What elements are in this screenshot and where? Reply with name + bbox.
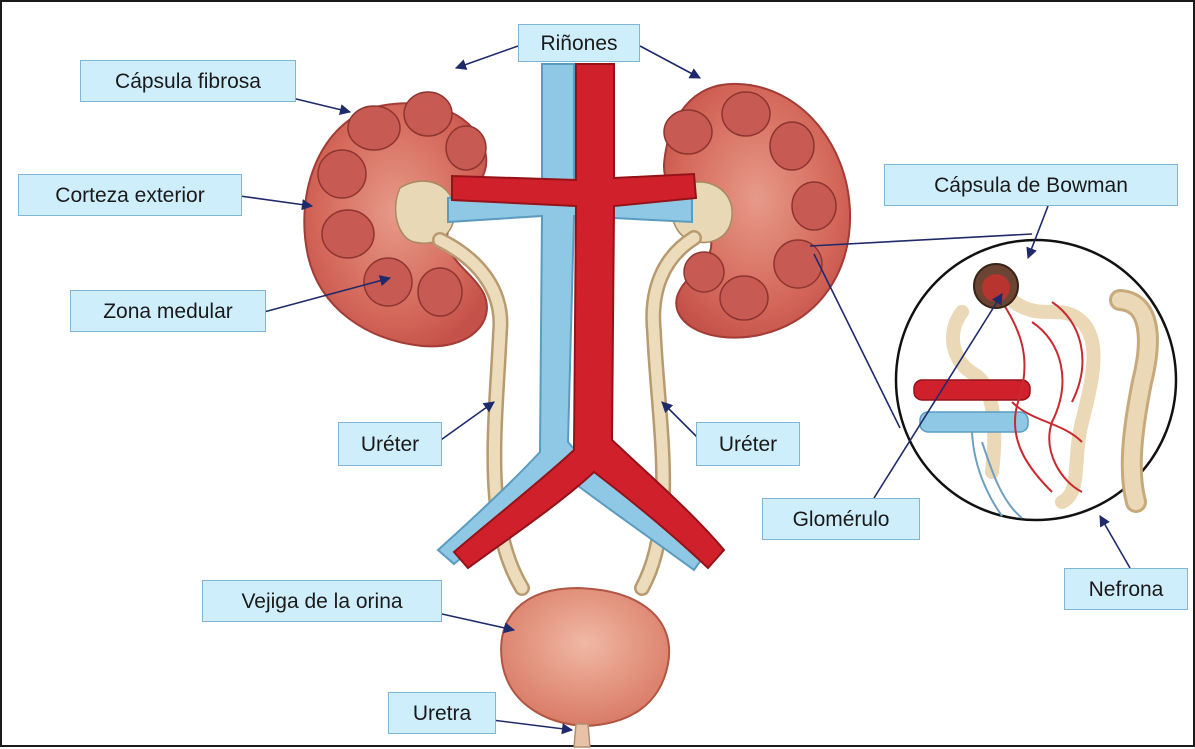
nephron-inset — [896, 240, 1176, 520]
bladder — [501, 588, 669, 747]
label-corteza-exterior: Corteza exterior — [18, 174, 242, 216]
label-capsula-bowman: Cápsula de Bowman — [884, 164, 1178, 206]
label-zona-medular: Zona medular — [70, 290, 266, 332]
label-vejiga: Vejiga de la orina — [202, 580, 442, 622]
label-rinones: Riñones — [518, 24, 640, 62]
label-ureter-left: Uréter — [338, 422, 442, 466]
label-ureter-right: Uréter — [696, 422, 800, 466]
label-uretra: Uretra — [388, 692, 496, 734]
label-glomerulo: Glomérulo — [762, 498, 920, 540]
label-nefrona: Nefrona — [1064, 568, 1188, 610]
label-capsula-fibrosa: Cápsula fibrosa — [80, 60, 296, 102]
